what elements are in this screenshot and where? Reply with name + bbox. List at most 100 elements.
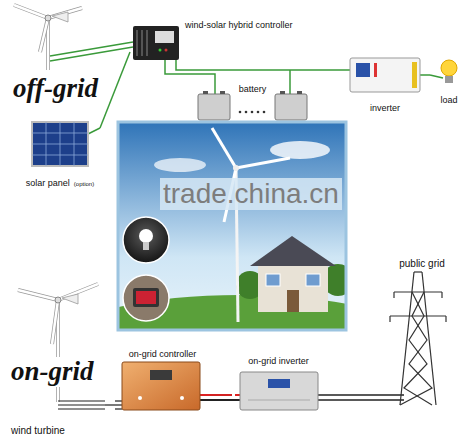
battery-pack (198, 91, 307, 120)
art-shape (390, 315, 446, 316)
device-label: load (439, 95, 458, 105)
art-shape (150, 370, 172, 380)
solar-panel (32, 122, 88, 166)
offgrid-turbine (14, 5, 82, 70)
ongrid-inverter-node: on-grid inverter (232, 350, 325, 415)
art-shape (414, 271, 422, 272)
art-shape (133, 288, 159, 307)
node-label: inverter (345, 97, 425, 115)
art-shape (133, 26, 179, 60)
art-shape (14, 5, 48, 18)
art-shape (404, 292, 432, 405)
art-shape (200, 394, 210, 396)
art-shape (287, 290, 299, 312)
art-shape (180, 396, 184, 400)
art-shape (32, 122, 88, 166)
art-shape (52, 12, 68, 22)
wire-connector (176, 66, 345, 70)
inverter-node: inverter (345, 55, 425, 115)
section-heading: on-grid (8, 357, 97, 387)
art-shape (350, 58, 420, 92)
light-bulb (441, 60, 457, 83)
art-shape (165, 49, 168, 52)
art-shape (143, 242, 149, 250)
art-shape (318, 394, 325, 396)
wire-connector (325, 394, 378, 396)
art-shape (289, 70, 291, 94)
ongrid-controller-node: on-grid controller (115, 343, 210, 415)
art-shape (212, 128, 236, 168)
art-shape (250, 236, 336, 266)
art-shape (240, 372, 318, 410)
device-label: inverter (369, 103, 401, 113)
art-shape (55, 297, 61, 303)
art-shape (236, 158, 290, 168)
device-label: wind-solar hybrid controller (184, 20, 294, 30)
controller-node: wind-solar hybrid controller (130, 14, 305, 66)
art-shape (52, 300, 58, 344)
art-shape (445, 316, 446, 322)
art-shape (164, 60, 166, 66)
art-shape (14, 5, 48, 18)
device-label: on-grid inverter (247, 356, 310, 366)
device-label: battery (238, 84, 268, 94)
art-shape (412, 62, 417, 88)
art-shape (62, 294, 78, 304)
art-shape (159, 49, 162, 52)
art-shape (394, 291, 442, 292)
art-shape (115, 408, 122, 409)
art-shape (420, 74, 425, 76)
art-shape (40, 18, 48, 52)
node-label: wind-solar hybrid controller (130, 14, 305, 32)
inverter-box (350, 58, 420, 92)
wire-connector (210, 394, 232, 396)
art-shape (441, 60, 457, 76)
node-label: battery (195, 78, 310, 96)
art-shape (136, 291, 156, 304)
offgrid-wires (50, 42, 443, 134)
art-shape (198, 94, 230, 120)
art-shape (146, 30, 148, 56)
art-shape (258, 262, 328, 312)
art-shape (318, 399, 404, 401)
art-shape (58, 400, 105, 401)
solar-panel-node: solar panel(option) (20, 116, 100, 190)
art-shape (235, 394, 240, 396)
art-shape (306, 274, 320, 286)
art-shape (50, 47, 133, 61)
pylon (390, 272, 446, 405)
art-shape (378, 394, 404, 396)
art-shape (441, 292, 442, 298)
art-shape (123, 275, 169, 321)
art-shape (200, 399, 240, 401)
node-label: load (430, 89, 468, 107)
art-shape (115, 400, 122, 401)
art-shape (58, 408, 105, 409)
wire-connector (165, 66, 215, 78)
art-shape (40, 18, 48, 52)
ongrid-controller-box (122, 362, 200, 410)
art-shape (233, 165, 239, 171)
art-shape (266, 274, 280, 286)
art-shape (270, 141, 330, 159)
art-shape (136, 30, 138, 56)
art-shape (430, 75, 443, 78)
art-shape (154, 158, 206, 172)
art-shape (393, 292, 394, 298)
art-shape (275, 94, 307, 120)
art-shape (203, 91, 208, 94)
wire-connector (100, 52, 130, 128)
node-label: solar panel(option) (20, 172, 100, 190)
art-shape (400, 292, 432, 405)
art-shape (58, 404, 105, 405)
ongrid-wires (58, 395, 404, 409)
art-shape (139, 229, 153, 243)
art-shape (268, 379, 290, 388)
grid-node: public grid (378, 253, 466, 410)
art-shape (251, 111, 254, 114)
art-shape (32, 144, 88, 145)
art-shape (45, 15, 51, 21)
device-label: wind turbine (10, 425, 66, 436)
node-label: on-grid controller (115, 343, 210, 361)
